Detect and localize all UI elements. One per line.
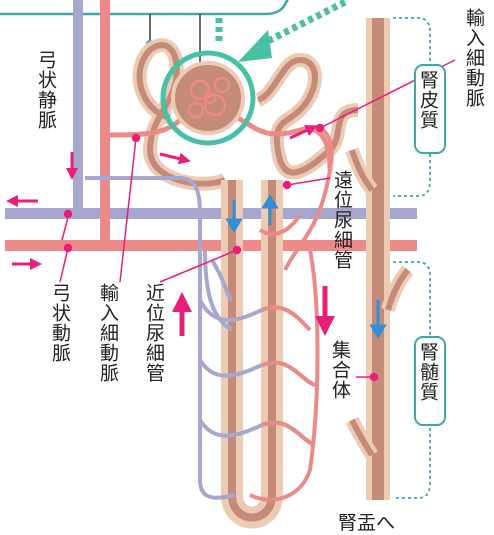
label-arcuate-artery: 弓状動脈 [49, 283, 71, 363]
collecting-duct-branch-upper-inner [349, 149, 375, 192]
medulla-bracket [393, 261, 431, 499]
vasa-recta [85, 125, 334, 502]
callout-box [0, 0, 289, 16]
medulla-label-box [414, 336, 446, 426]
blue-flow-arrows [225, 194, 387, 339]
collecting-duct-branch-lower-inner [385, 268, 411, 311]
loop-of-henle-outer [221, 180, 283, 529]
label-afferent-arteriole-right: 輸入細動脈 [463, 8, 485, 108]
label-arcuate-vein: 弓状静脈 [35, 50, 57, 130]
efferent-arteriole [236, 115, 333, 171]
label-collecting-duct: 集合体 [329, 340, 351, 400]
label-renal-medulla: 腎髄質 [417, 342, 439, 402]
arrow-efferent [289, 125, 318, 140]
glomerulus-capillaries [187, 76, 231, 119]
label-to-renal-pelvis: 腎盂へ [338, 512, 396, 534]
leader-lines [59, 59, 456, 382]
label-distal-tubule: 遠位尿細管 [331, 170, 353, 270]
loop-of-henle-inner [228, 180, 276, 522]
label-afferent-arteriole-left: 輸入細動脈 [97, 283, 119, 383]
glomerulus-ring [160, 50, 256, 146]
arcuate-vein-vertical [73, 0, 83, 214]
distal-tubule-loop-inner [256, 56, 359, 176]
cortex-label-box [414, 64, 446, 154]
arcuate-artery-vertical [100, 0, 110, 248]
label-renal-cortex: 腎皮質 [417, 70, 439, 130]
label-proximal-tubule: 近位尿細管 [143, 283, 165, 383]
afferent-arteriole [109, 118, 182, 138]
collecting-duct-branch-bottom-inner [349, 418, 375, 457]
arcuate-artery-horizontal [5, 240, 417, 251]
teal-arrowhead [238, 30, 272, 62]
collecting-duct-inner [372, 18, 384, 500]
arcuate-vein-horizontal [5, 208, 417, 219]
dotted-indicator-diagonal [260, 0, 347, 48]
arrow-afferent [159, 152, 191, 165]
